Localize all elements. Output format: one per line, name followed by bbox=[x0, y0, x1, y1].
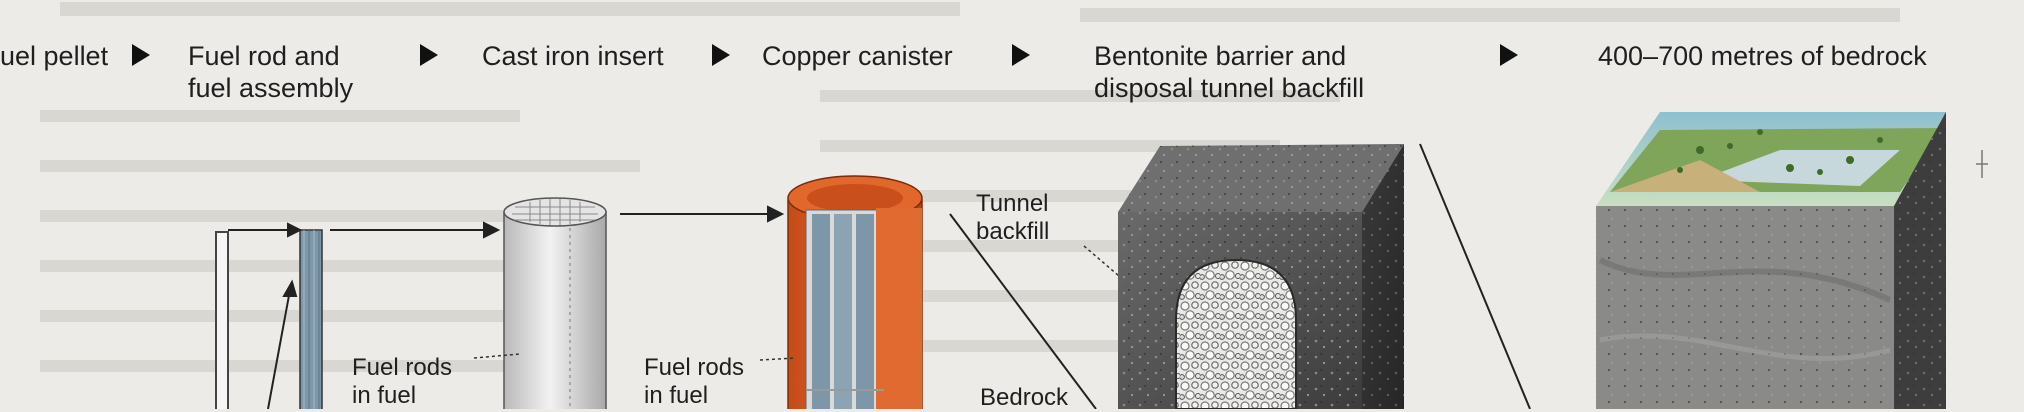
fuel-rods-callout-1: Fuel rods in fuel bbox=[352, 354, 453, 409]
arrow-icon bbox=[420, 44, 438, 66]
fuel-pellet-illustration bbox=[215, 231, 229, 409]
bedrock-block-illustration bbox=[1596, 112, 1946, 409]
copper-canister-illustration bbox=[787, 175, 923, 409]
fuel-rods-callout-2: Fuel rods in fuel bbox=[644, 354, 745, 409]
bedrock-callout: Bedrock bbox=[980, 384, 1069, 411]
tunnel-rock-block-illustration bbox=[1118, 144, 1404, 409]
tunnel-backfill-callout: Tunnel backfill bbox=[976, 190, 1050, 245]
fuel-rod-illustration bbox=[299, 229, 323, 409]
cast-iron-insert-illustration bbox=[503, 197, 607, 409]
flow-arrows bbox=[228, 205, 785, 409]
arrow-icon bbox=[712, 44, 730, 66]
stage-bentonite-label: Bentonite barrier and disposal tunnel ba… bbox=[1094, 41, 1365, 103]
zoom-connector-lines bbox=[949, 143, 1531, 409]
stage-bedrock-label: 400–700 metres of bedrock bbox=[1598, 41, 1927, 71]
stage-fuel-rod-label: Fuel rod and fuel assembly bbox=[188, 41, 354, 103]
stage-copper-canister-label: Copper canister bbox=[762, 41, 953, 71]
arrow-icon bbox=[1500, 44, 1518, 66]
stage-fuel-pellet-label: uel pellet bbox=[0, 41, 109, 71]
arrow-icon bbox=[1012, 44, 1030, 66]
page-margin-mark bbox=[1976, 150, 1988, 178]
arrow-icon bbox=[132, 44, 150, 66]
stage-cast-iron-label: Cast iron insert bbox=[482, 41, 664, 71]
